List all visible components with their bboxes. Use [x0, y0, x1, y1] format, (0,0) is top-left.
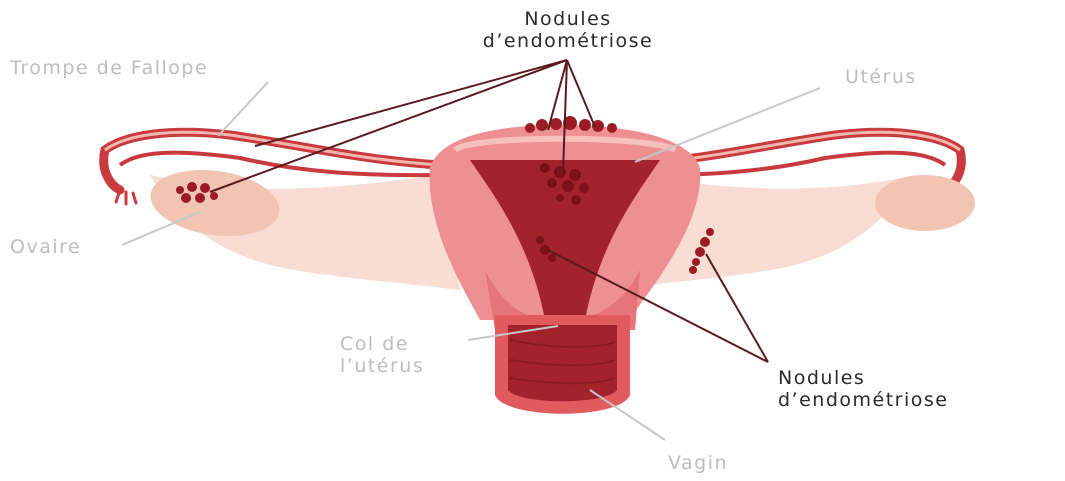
label-uterus: Utérus [845, 66, 917, 88]
label-nodules-top-line1: Nodules [478, 8, 658, 30]
label-vagin: Vagin [668, 452, 728, 474]
label-nodules-top-line2: d’endométriose [478, 30, 658, 52]
label-col-line2: l’utérus [340, 355, 424, 377]
label-col: Col de l’utérus [340, 333, 424, 377]
label-ovaire: Ovaire [10, 236, 81, 258]
label-nodules-bottom-line2: d’endométriose [778, 389, 948, 411]
label-trompe: Trompe de Fallope [10, 57, 208, 79]
label-col-line1: Col de [340, 333, 424, 355]
ovary-right [875, 175, 975, 231]
label-nodules-bottom-line1: Nodules [778, 367, 948, 389]
label-nodules-bottom: Nodules d’endométriose [778, 367, 948, 411]
label-nodules-top: Nodules d’endométriose [478, 8, 658, 52]
